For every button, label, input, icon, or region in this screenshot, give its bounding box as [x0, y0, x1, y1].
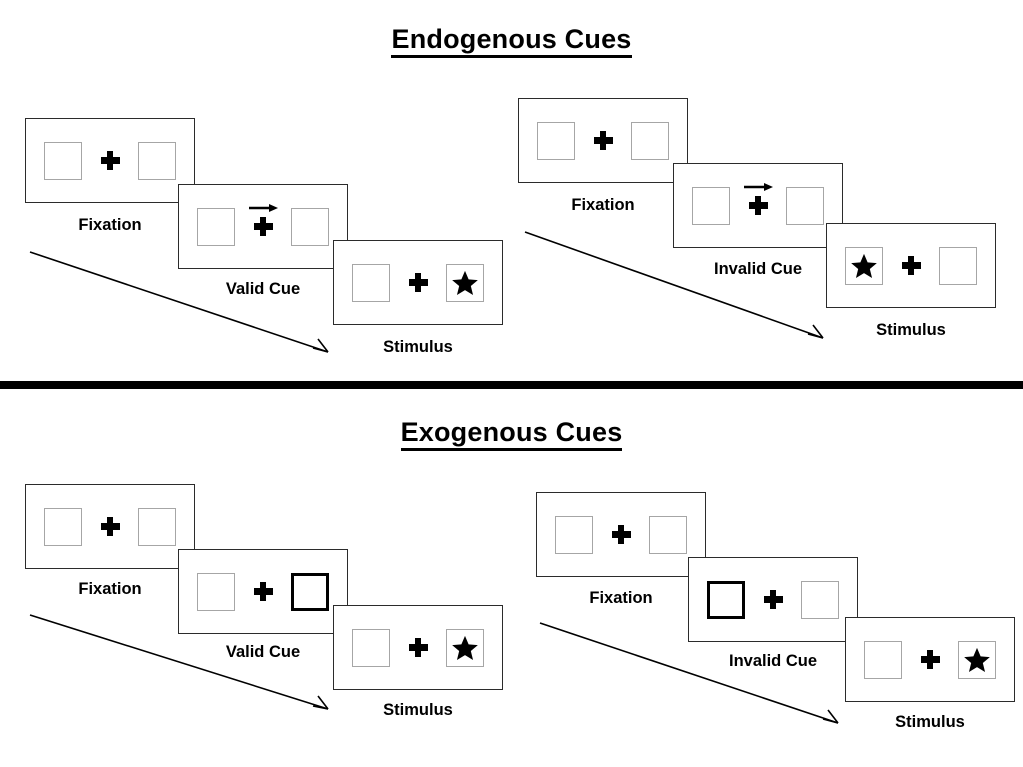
stimulus-box-right [631, 121, 669, 160]
stimulus-box-right [649, 515, 687, 554]
frame-label-fixation: Fixation [78, 216, 142, 234]
star-icon [964, 647, 990, 672]
section-title-exogenous: Exogenous Cues [0, 417, 1023, 451]
frame-label-stimulus: Stimulus [876, 321, 946, 339]
section-title-endogenous: Endogenous Cues [0, 24, 1023, 58]
stimulus-box-right [291, 207, 329, 246]
plus-icon [408, 273, 428, 292]
stimulus-box-left [352, 628, 390, 667]
plus-icon [253, 217, 273, 236]
stimulus-box-left [555, 515, 593, 554]
stimulus-box-right [138, 507, 176, 546]
section-title-endogenous-text: Endogenous Cues [391, 24, 632, 58]
center-slot [403, 638, 433, 657]
frame-cue[interactable] [673, 163, 843, 248]
stimulus-box-left [845, 246, 883, 285]
stimulus-box-right [801, 580, 839, 619]
frame-label-fixation: Fixation [589, 589, 653, 607]
frame-fixation[interactable] [536, 492, 706, 577]
center-slot [743, 183, 773, 215]
center-slot [606, 525, 636, 544]
stimulus-box-right [786, 186, 824, 225]
frame-cue[interactable] [178, 549, 348, 634]
plus-icon [611, 525, 631, 544]
frame-label-cue: Valid Cue [225, 280, 301, 298]
frame-label-cue: Invalid Cue [728, 652, 818, 670]
frame-label-cue: Valid Cue [225, 643, 301, 661]
center-slot [915, 650, 945, 669]
frame-fixation[interactable] [25, 118, 195, 203]
frame-fixation[interactable] [25, 484, 195, 569]
star-icon [452, 270, 478, 295]
section-title-exogenous-text: Exogenous Cues [400, 417, 623, 451]
frame-label-stimulus: Stimulus [383, 338, 453, 356]
center-slot [403, 273, 433, 292]
stimulus-box-right [958, 640, 996, 679]
frame-cue[interactable] [688, 557, 858, 642]
star-icon [452, 635, 478, 660]
frame-stimulus[interactable] [845, 617, 1015, 702]
frame-stimulus[interactable] [333, 240, 503, 325]
center-slot [248, 582, 278, 601]
frame-cue[interactable] [178, 184, 348, 269]
stimulus-box-left [537, 121, 575, 160]
center-slot [248, 204, 278, 236]
stimulus-box-right [138, 141, 176, 180]
stimulus-box-left [44, 507, 82, 546]
center-slot [95, 517, 125, 536]
stimulus-box-right [446, 628, 484, 667]
frame-label-fixation: Fixation [571, 196, 635, 214]
frame-fixation[interactable] [518, 98, 688, 183]
center-slot [588, 131, 618, 150]
center-slot [758, 590, 788, 609]
stimulus-box-right [939, 246, 977, 285]
stimulus-box-left [197, 207, 235, 246]
frame-stimulus[interactable] [333, 605, 503, 690]
plus-icon [100, 151, 120, 170]
stimulus-box-left [197, 572, 235, 611]
star-icon [851, 253, 877, 278]
frame-label-stimulus: Stimulus [895, 713, 965, 731]
plus-icon [408, 638, 428, 657]
plus-icon [920, 650, 940, 669]
center-slot [896, 256, 926, 275]
center-slot [95, 151, 125, 170]
frame-label-cue: Invalid Cue [713, 260, 803, 278]
frame-label-stimulus: Stimulus [383, 701, 453, 719]
frame-label-fixation: Fixation [78, 580, 142, 598]
arrow-right-icon [249, 204, 278, 212]
stimulus-box-right [446, 263, 484, 302]
frame-stimulus[interactable] [826, 223, 996, 308]
stimulus-box-left [352, 263, 390, 302]
plus-icon [748, 196, 768, 215]
plus-icon [901, 256, 921, 275]
stimulus-box-left [864, 640, 902, 679]
stimulus-box-left-cued [707, 580, 745, 619]
stimulus-box-left [692, 186, 730, 225]
plus-icon [763, 590, 783, 609]
arrow-right-icon [744, 183, 773, 191]
stimulus-box-right-cued [291, 572, 329, 611]
plus-icon [100, 517, 120, 536]
plus-icon [253, 582, 273, 601]
section-divider [0, 381, 1023, 389]
stimulus-box-left [44, 141, 82, 180]
plus-icon [593, 131, 613, 150]
